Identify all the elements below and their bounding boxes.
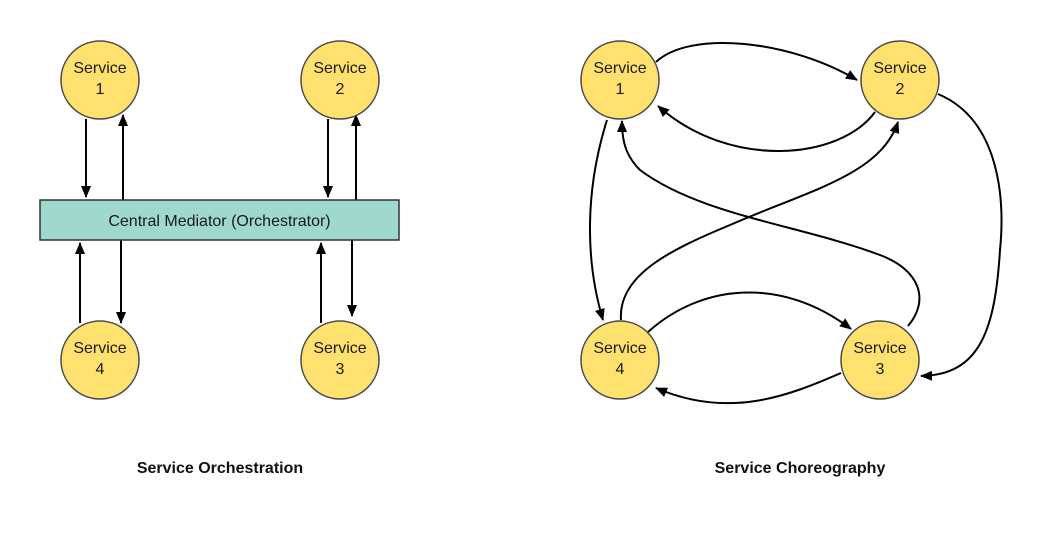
mediator-label: Central Mediator (Orchestrator) xyxy=(108,213,330,230)
arrow-choreo-3-to-1 xyxy=(617,120,921,327)
orch-service-1-circle xyxy=(60,40,140,120)
mediator-rect xyxy=(39,199,400,241)
orch-service-1-label-line2: 1 xyxy=(96,81,105,98)
arrow-choreo-1-to-4 xyxy=(588,119,608,321)
choreo-service-3-node: Service 3 xyxy=(840,320,920,400)
choreo-service-3-circle xyxy=(840,320,920,400)
arrow-choreo-2-to-3 xyxy=(920,93,1003,381)
choreo-service-1-label-line1: Service xyxy=(593,60,646,77)
choreo-service-1-label-line2: 1 xyxy=(616,81,625,98)
arrow-choreo-4-to-3 xyxy=(647,291,852,333)
arrow-choreo-1-to-2 xyxy=(655,42,858,81)
orch-service-2-node: Service 2 xyxy=(300,40,380,120)
orch-service-3-circle xyxy=(300,320,380,400)
orch-service-1-node: Service 1 xyxy=(60,40,140,120)
choreography-diagram: Service 1 Service 2 Service 4 Service 3 … xyxy=(580,40,1003,477)
orch-service-2-circle xyxy=(300,40,380,120)
central-mediator-box: Central Mediator (Orchestrator) xyxy=(39,199,400,241)
orch-service-3-label-line1: Service xyxy=(313,340,366,357)
choreo-service-2-circle xyxy=(860,40,940,120)
orch-service-1-label-line1: Service xyxy=(73,60,126,77)
choreo-service-4-circle xyxy=(580,320,660,400)
orch-service-4-label-line2: 4 xyxy=(96,361,105,378)
orch-service-3-label-line2: 3 xyxy=(336,361,345,378)
arrow-choreo-2-to-1 xyxy=(657,105,876,152)
orch-service-4-label-line1: Service xyxy=(73,340,126,357)
arrow-choreo-3-to-4 xyxy=(655,372,842,405)
choreo-service-3-label-line2: 3 xyxy=(876,361,885,378)
choreography-caption: Service Choreography xyxy=(715,460,886,477)
orch-service-2-label-line2: 2 xyxy=(336,81,345,98)
orch-service-2-label-line1: Service xyxy=(313,60,366,77)
orchestration-caption: Service Orchestration xyxy=(137,460,303,477)
choreo-service-2-label-line1: Service xyxy=(873,60,926,77)
choreo-service-4-label-line2: 4 xyxy=(616,361,625,378)
choreo-service-1-node: Service 1 xyxy=(580,40,660,120)
orch-service-4-node: Service 4 xyxy=(60,320,140,400)
choreo-service-3-label-line1: Service xyxy=(853,340,906,357)
choreo-service-2-label-line2: 2 xyxy=(896,81,905,98)
choreo-service-4-node: Service 4 xyxy=(580,320,660,400)
choreo-service-1-circle xyxy=(580,40,660,120)
orch-service-3-node: Service 3 xyxy=(300,320,380,400)
arrow-choreo-4-to-2 xyxy=(619,121,900,321)
orchestration-diagram: Central Mediator (Orchestrator) Service … xyxy=(39,40,400,477)
choreo-service-2-node: Service 2 xyxy=(860,40,940,120)
orch-service-4-circle xyxy=(60,320,140,400)
choreo-service-4-label-line1: Service xyxy=(593,340,646,357)
